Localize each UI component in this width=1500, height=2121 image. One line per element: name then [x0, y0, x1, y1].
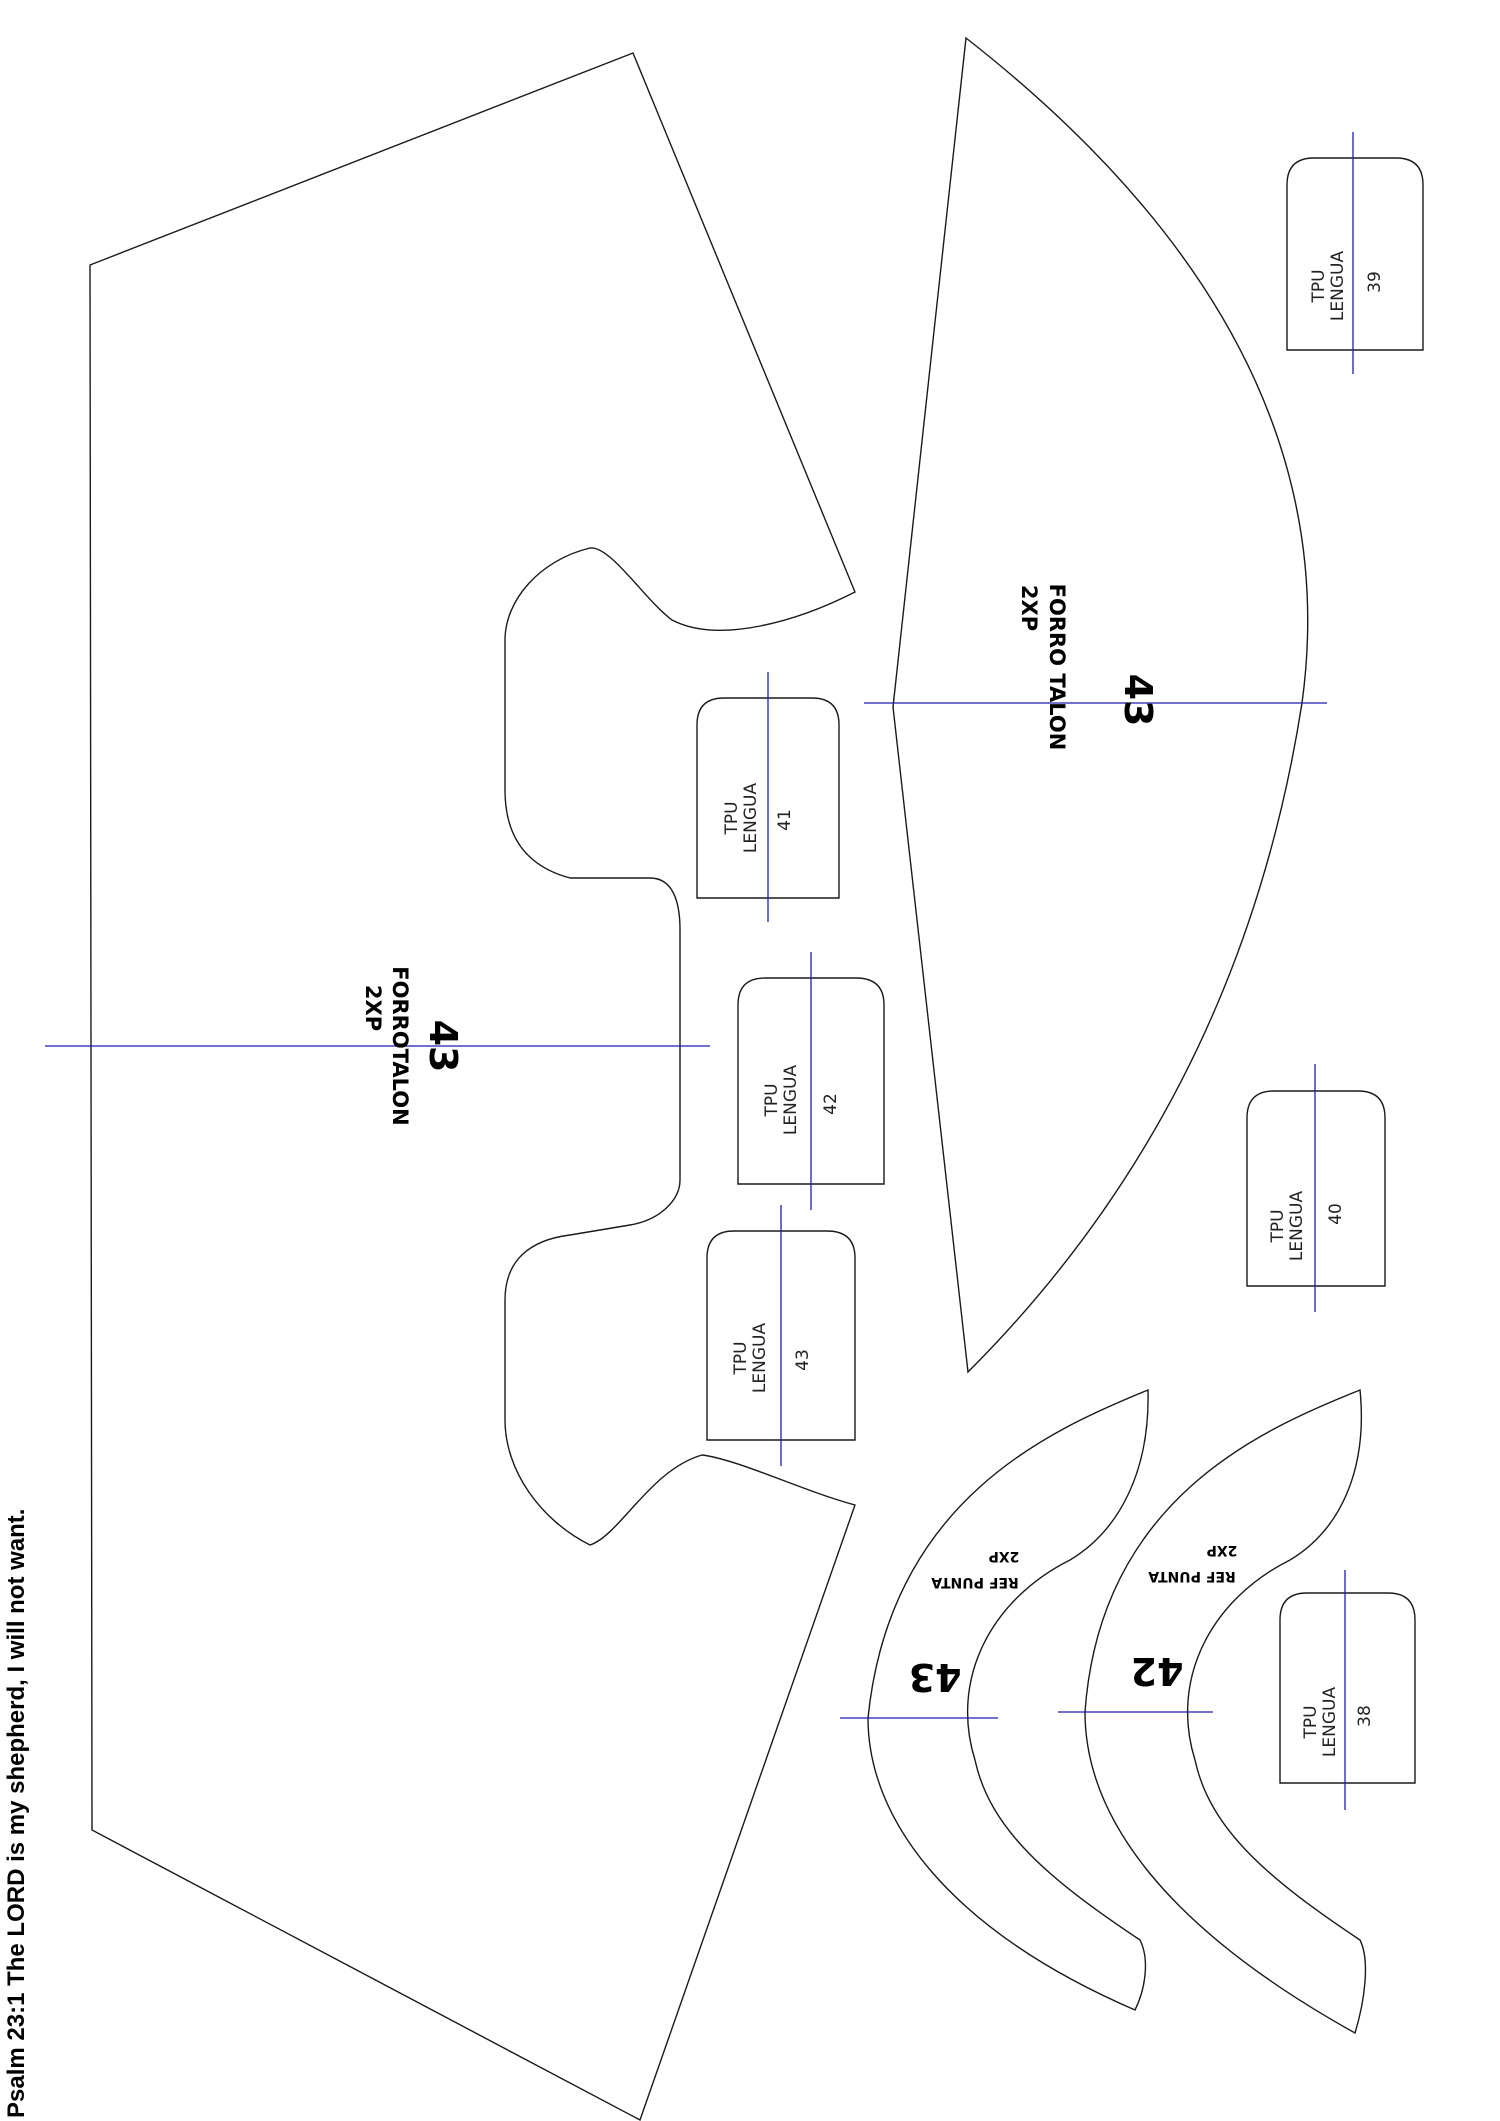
tpu-lengua-40-line2: LENGUA [1287, 1191, 1307, 1262]
tpu-lengua-41-line2: LENGUA [741, 783, 761, 854]
tpu-lengua-41: TPU LENGUA 41 [696, 672, 840, 922]
tpu-lengua-39-line1: TPU [1309, 269, 1329, 303]
tpu-lengua-38-outline [1279, 1592, 1416, 1784]
tpu-lengua-42: TPU LENGUA 42 [737, 952, 885, 1210]
ref-punta-42-qty: 2XP [1207, 1542, 1238, 1558]
tpu-lengua-39-size: 39 [1365, 271, 1385, 293]
forro-talon-piece-left: 43 FORROTALON 2XP [45, 52, 856, 2121]
tpu-lengua-38-size: 38 [1355, 1705, 1375, 1727]
forro-talon-right-name: FORRO TALON [1045, 584, 1069, 751]
tpu-lengua-43: TPU LENGUA 43 [706, 1205, 856, 1466]
tpu-lengua-41-outline [696, 697, 840, 899]
tpu-lengua-39: TPU LENGUA 39 [1286, 132, 1424, 374]
tpu-lengua-38: TPU LENGUA 38 [1279, 1570, 1416, 1810]
psalm-verse: Psalm 23:1 The LORD is my shepherd, I wi… [3, 1509, 30, 2118]
tpu-lengua-43-outline [706, 1230, 856, 1441]
tpu-lengua-39-outline [1286, 157, 1424, 351]
tpu-lengua-38-line1: TPU [1301, 1705, 1321, 1739]
forro-talon-left-qty: 2XP [361, 985, 385, 1031]
forro-talon-piece-right: 43 FORRO TALON 2XP [864, 36, 1327, 1374]
tpu-lengua-42-line2: LENGUA [781, 1065, 801, 1136]
ref-punta-43-name: REF PUNTA [931, 1574, 1019, 1590]
tpu-lengua-43-line2: LENGUA [750, 1323, 770, 1394]
tpu-lengua-40-line1: TPU [1268, 1209, 1288, 1243]
tpu-lengua-39-line2: LENGUA [1328, 251, 1348, 322]
forro-talon-left-outline [89, 52, 856, 2121]
forro-talon-left-size: 43 [421, 1020, 465, 1073]
forro-talon-right-size: 43 [1116, 674, 1160, 727]
tpu-lengua-42-line1: TPU [762, 1083, 782, 1117]
forro-talon-right-outline [892, 36, 1309, 1374]
tpu-lengua-38-line2: LENGUA [1320, 1687, 1340, 1758]
ref-punta-43-size: 43 [909, 1655, 962, 1699]
ref-punta-42-outline [1084, 1389, 1367, 2035]
tpu-lengua-41-size: 41 [775, 809, 795, 831]
ref-punta-43: 43 REF PUNTA 2XP [840, 1388, 1149, 2011]
ref-punta-42: 42 REF PUNTA 2XP [1058, 1389, 1367, 2035]
tpu-lengua-41-line1: TPU [722, 801, 742, 835]
tpu-lengua-40-outline [1246, 1090, 1386, 1287]
tpu-lengua-43-line1: TPU [731, 1341, 751, 1375]
forro-talon-left-name: FORROTALON [388, 966, 412, 1125]
tpu-lengua-40: TPU LENGUA 40 [1246, 1064, 1386, 1312]
ref-punta-43-qty: 2XP [989, 1548, 1020, 1564]
ref-punta-43-outline [867, 1388, 1149, 2011]
forro-talon-right-qty: 2XP [1017, 585, 1041, 631]
tpu-lengua-40-size: 40 [1326, 1203, 1346, 1225]
ref-punta-42-name: REF PUNTA [1148, 1568, 1236, 1584]
tpu-lengua-42-size: 42 [821, 1093, 841, 1115]
ref-punta-42-size: 42 [1131, 1649, 1184, 1693]
tpu-lengua-43-size: 43 [793, 1349, 813, 1371]
tpu-lengua-42-outline [737, 977, 885, 1185]
